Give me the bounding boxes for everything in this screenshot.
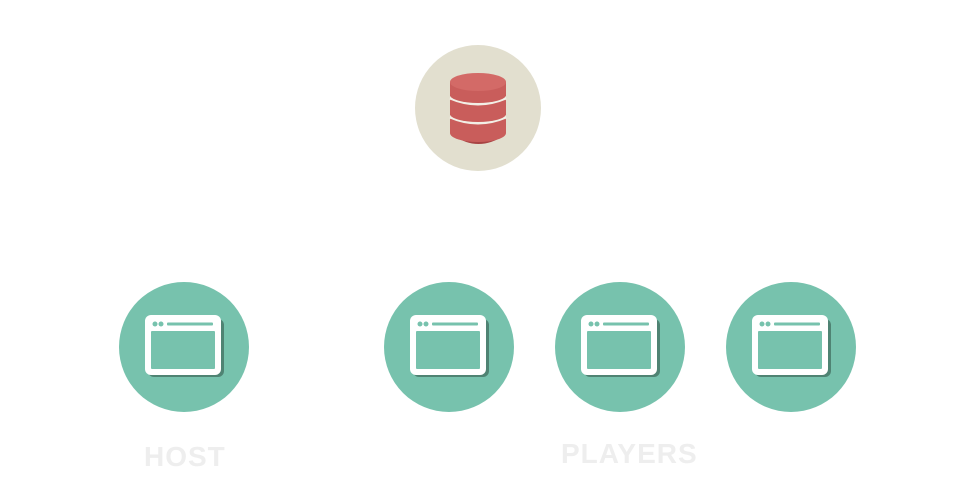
- player-node: [555, 282, 685, 412]
- server-node: [415, 45, 541, 171]
- player-node: [726, 282, 856, 412]
- browser-window-icon: [726, 282, 856, 412]
- host-node: [119, 282, 249, 412]
- browser-window-icon: [555, 282, 685, 412]
- browser-window-icon: [119, 282, 249, 412]
- database-icon: [415, 45, 541, 171]
- player-node: [384, 282, 514, 412]
- host-label: HOST: [144, 441, 226, 472]
- browser-window-icon: [384, 282, 514, 412]
- players-label: PLAYERS: [561, 438, 698, 469]
